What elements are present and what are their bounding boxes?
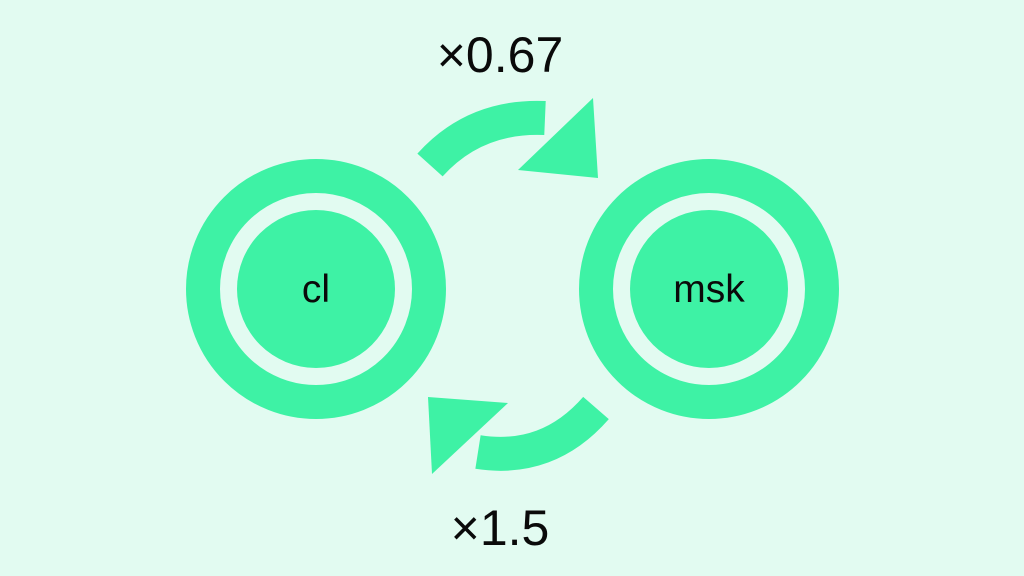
backward-rate-label: ×1.5 — [451, 500, 550, 556]
unit-node-left: cl — [186, 159, 446, 419]
unit-label-left: cl — [302, 268, 330, 311]
unit-node-left-outer-ring — [186, 159, 446, 419]
unit-label-right: msk — [673, 268, 745, 311]
backward-arrow-shaft — [475, 396, 609, 471]
forward-arrow-head — [518, 98, 598, 178]
forward-rate-label: ×0.67 — [437, 27, 564, 83]
unit-node-right: msk — [579, 159, 839, 419]
forward-arrow-shaft — [417, 100, 546, 177]
unit-node-right-outer-ring — [579, 159, 839, 419]
backward-arrow-icon — [428, 396, 609, 474]
forward-arrow-icon — [417, 98, 598, 178]
backward-arrow-head — [428, 397, 508, 474]
unit-node-right-core — [630, 210, 788, 368]
unit-node-left-core — [237, 210, 395, 368]
